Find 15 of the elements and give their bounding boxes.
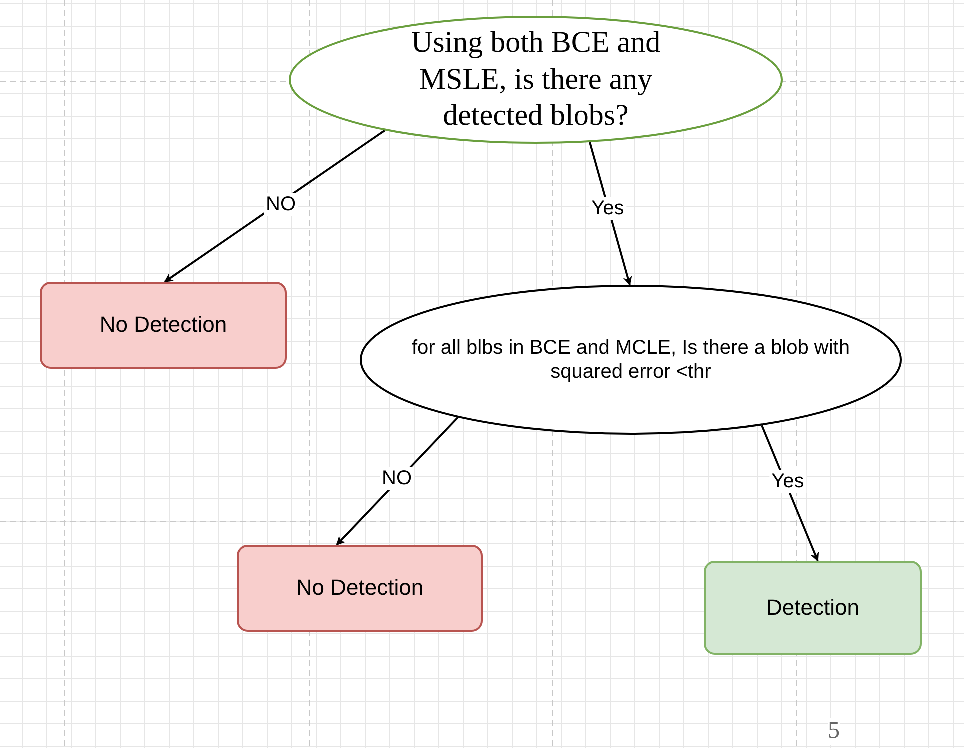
outcome-box: [40, 282, 287, 369]
outcome-box: [237, 545, 483, 632]
node-text: Detection: [766, 594, 860, 622]
outcome-box: [704, 561, 922, 655]
edge-label: Yes: [770, 470, 806, 494]
node-text: No Detection: [100, 312, 228, 339]
edge-label: NO: [380, 468, 414, 490]
edge-label: NO: [264, 194, 298, 216]
node-text: No Detection: [296, 575, 424, 602]
page-number: 5: [828, 718, 840, 745]
decision-ellipse: [289, 16, 783, 144]
node-text: for all blbs in BCE and MCLE, Is there a blob with squared error <thr: [411, 336, 851, 384]
edge-label: Yes: [590, 198, 626, 220]
node-text: Using both BCE and MSLE, is there any detected blobs?: [410, 25, 662, 134]
decision-ellipse: [360, 285, 902, 435]
